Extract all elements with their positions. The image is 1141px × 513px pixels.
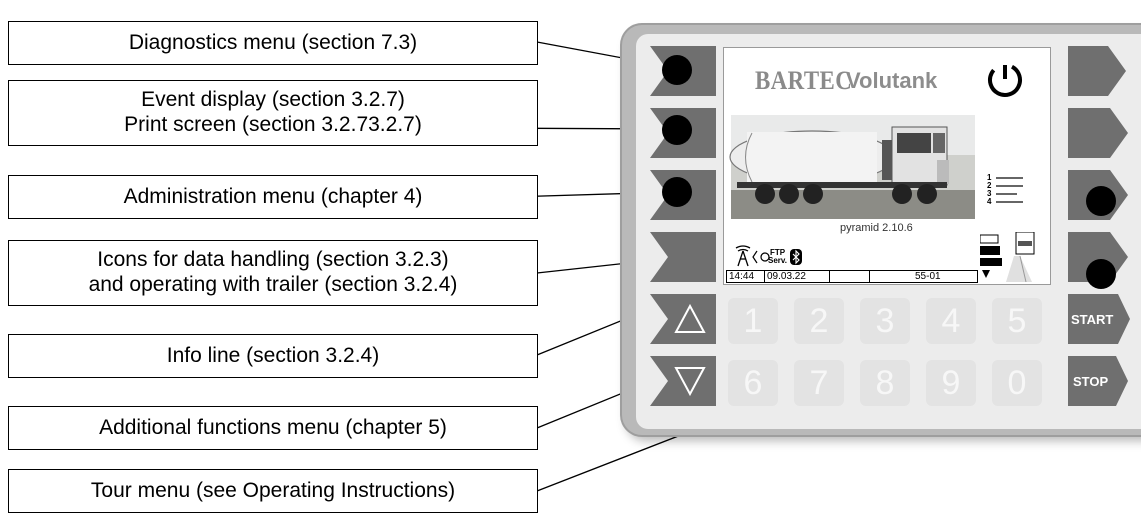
- number-key-7[interactable]: 7: [794, 360, 844, 406]
- brand-logo: BARTEC: [755, 66, 852, 96]
- number-key-4[interactable]: 4: [926, 298, 976, 344]
- number-key-1[interactable]: 1: [728, 298, 778, 344]
- callout-tour: Tour menu (see Operating Instructions): [8, 469, 538, 513]
- truck-icon: [727, 112, 977, 222]
- info-date: 09.03.22: [765, 271, 830, 282]
- info-blank: [830, 271, 870, 282]
- product-name: Volutank: [846, 68, 937, 94]
- callout-event-display: Event display (section 3.2.7) Print scre…: [8, 80, 538, 146]
- callout-info-line: Info line (section 3.2.4): [8, 334, 538, 378]
- marker-additional: [1086, 186, 1116, 216]
- version-text: pyramid 2.10.6: [840, 222, 913, 234]
- callout-additional: Additional functions menu (chapter 5): [8, 406, 538, 450]
- stop-key[interactable]: STOP: [1068, 356, 1134, 406]
- softkey-right-1[interactable]: [1068, 46, 1134, 96]
- list-lines-icon: [995, 174, 1025, 214]
- callout-diagnostics: Diagnostics menu (section 7.3): [8, 21, 538, 65]
- down-arrow-key[interactable]: [650, 356, 716, 406]
- info-code: 55-01: [870, 271, 977, 282]
- trailer-icon: [980, 232, 1036, 282]
- marker-diagnostics: [662, 55, 692, 85]
- start-key[interactable]: START: [1068, 294, 1134, 344]
- number-key-5[interactable]: 5: [992, 298, 1042, 344]
- marker-administration: [662, 177, 692, 207]
- marker-tour: [1086, 259, 1116, 289]
- number-key-2[interactable]: 2: [794, 298, 844, 344]
- softkey-right-2[interactable]: [1068, 108, 1134, 158]
- softkey-left-4[interactable]: [650, 232, 716, 282]
- number-key-3[interactable]: 3: [860, 298, 910, 344]
- number-key-9[interactable]: 9: [926, 360, 976, 406]
- info-line: 14:44 09.03.22 55-01: [726, 270, 978, 283]
- power-icon[interactable]: [985, 60, 1025, 100]
- number-key-0[interactable]: 0: [992, 360, 1042, 406]
- callout-administration: Administration menu (chapter 4): [8, 175, 538, 219]
- callout-icons: Icons for data handling (section 3.2.3) …: [8, 240, 538, 306]
- stop-label: STOP: [1073, 374, 1108, 389]
- info-time: 14:44: [727, 271, 765, 282]
- up-arrow-key[interactable]: [650, 294, 716, 344]
- number-key-8[interactable]: 8: [860, 360, 910, 406]
- marker-event-display: [662, 115, 692, 145]
- ftp-serv-icon: FTP Serv.: [768, 249, 787, 265]
- bluetooth-icon: [790, 249, 802, 265]
- start-label: START: [1071, 312, 1113, 327]
- number-key-6[interactable]: 6: [728, 360, 778, 406]
